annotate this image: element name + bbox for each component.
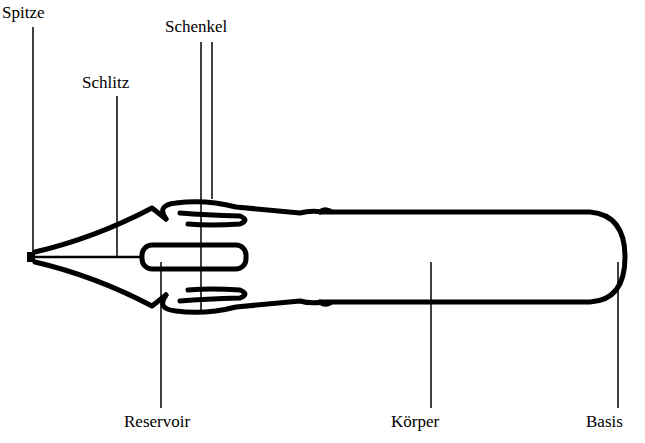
body-label: Körper xyxy=(391,413,439,430)
nib-outline xyxy=(27,202,625,313)
base-label: Basis xyxy=(586,413,623,430)
slit-label: Schlitz xyxy=(82,74,129,91)
leader-lines xyxy=(33,27,618,408)
tines-label: Schenkel xyxy=(165,18,227,35)
tip-label: Spitze xyxy=(2,4,45,21)
reservoir-label: Reservoir xyxy=(124,413,190,430)
